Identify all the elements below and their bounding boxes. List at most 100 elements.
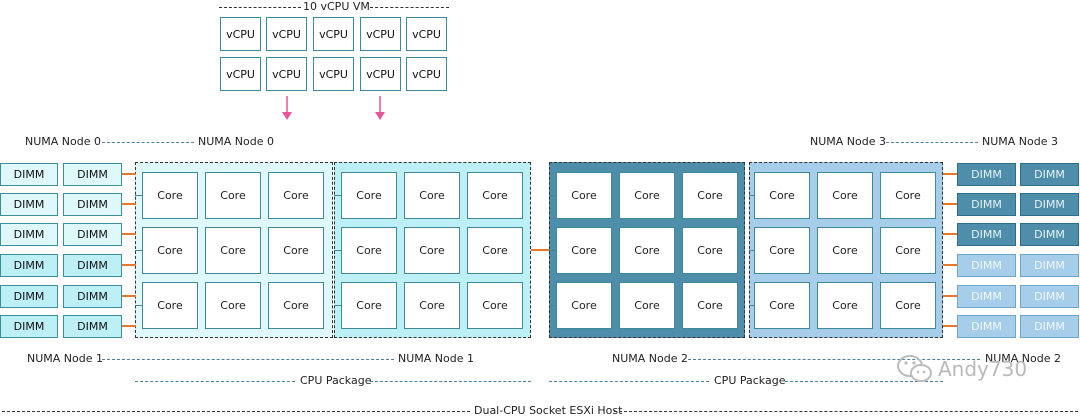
- core-n3-2-1: Core: [817, 282, 873, 329]
- dimm-right-inner-0: DIMM: [957, 163, 1016, 186]
- memory-wire-right-2: [943, 233, 957, 235]
- vm-title-line-left: [219, 7, 301, 8]
- memory-wire-left-2: [122, 233, 136, 235]
- dimm-left-outer-2: DIMM: [0, 223, 58, 246]
- node-connector-1-1: [334, 250, 341, 251]
- memory-wire-left-1: [122, 203, 136, 205]
- dimm-right-inner-3: DIMM: [957, 254, 1016, 277]
- dimm-right-outer-3: DIMM: [1020, 254, 1079, 277]
- numa-label-top-right-a: NUMA Node 3: [810, 135, 886, 148]
- dimm-right-inner-4: DIMM: [957, 285, 1016, 308]
- socket-interconnect: [531, 249, 549, 251]
- core-n0-0-1: Core: [205, 172, 261, 219]
- node-connector-3-0: [749, 195, 754, 196]
- core-n0-2-0: Core: [142, 282, 198, 329]
- memory-wire-right-4: [943, 295, 957, 297]
- numa-line-bottom-left: [102, 359, 394, 360]
- dimm-left-inner-0: DIMM: [63, 163, 122, 186]
- node-connector-1-0: [334, 195, 341, 196]
- node-connector-3-2: [749, 305, 754, 306]
- core-n1-0-0: Core: [341, 172, 397, 219]
- core-n1-1-0: Core: [341, 227, 397, 274]
- dimm-right-outer-1: DIMM: [1020, 193, 1079, 216]
- core-n2-2-2: Core: [682, 282, 738, 329]
- dimm-left-inner-3: DIMM: [63, 254, 122, 277]
- arrow-head-right: [375, 112, 385, 120]
- dimm-right-inner-1: DIMM: [957, 193, 1016, 216]
- dimm-left-outer-3: DIMM: [0, 254, 58, 277]
- dimm-right-outer-4: DIMM: [1020, 285, 1079, 308]
- vcpu-0-1: vCPU: [266, 17, 307, 51]
- dimm-left-outer-4: DIMM: [0, 285, 58, 308]
- node-connector-2-2: [549, 305, 556, 306]
- vcpu-1-0: vCPU: [220, 57, 261, 91]
- dimm-right-outer-0: DIMM: [1020, 163, 1079, 186]
- node-connector-0-2: [135, 305, 142, 306]
- numa-line-bottom-right: [688, 359, 980, 360]
- vcpu-0-3: vCPU: [360, 17, 401, 51]
- core-n3-2-0: Core: [754, 282, 810, 329]
- vcpu-1-1: vCPU: [266, 57, 307, 91]
- core-n0-2-1: Core: [205, 282, 261, 329]
- vcpu-0-0: vCPU: [220, 17, 261, 51]
- wechat-logo-icon: [897, 355, 932, 382]
- vcpu-1-4: vCPU: [406, 57, 447, 91]
- memory-wire-left-4: [122, 295, 136, 297]
- core-n0-1-0: Core: [142, 227, 198, 274]
- dimm-right-inner-5: DIMM: [957, 315, 1016, 338]
- core-n1-2-0: Core: [341, 282, 397, 329]
- core-n3-0-2: Core: [880, 172, 936, 219]
- core-n1-1-1: Core: [404, 227, 460, 274]
- core-n0-1-2: Core: [268, 227, 324, 274]
- memory-wire-left-0: [122, 173, 136, 175]
- dimm-left-inner-5: DIMM: [63, 315, 122, 338]
- vm-title: 10 vCPU VM: [303, 0, 370, 13]
- watermark-text: Andy730: [938, 357, 1028, 381]
- core-n0-1-1: Core: [205, 227, 261, 274]
- core-n2-2-1: Core: [619, 282, 675, 329]
- core-n2-1-2: Core: [682, 227, 738, 274]
- node-connector-2-1: [549, 250, 556, 251]
- memory-wire-left-3: [122, 264, 136, 266]
- core-n1-0-2: Core: [467, 172, 523, 219]
- memory-wire-right-5: [943, 325, 957, 327]
- numa-label-top-right-b: NUMA Node 3: [982, 135, 1058, 148]
- memory-wire-left-5: [122, 325, 136, 327]
- cpu-package-label-left: CPU Package: [300, 374, 372, 387]
- host-line-left: [2, 411, 470, 412]
- core-n2-0-0: Core: [556, 172, 612, 219]
- numa-line-top-right: [886, 142, 978, 143]
- dimm-left-inner-2: DIMM: [63, 223, 122, 246]
- arrow-head-left: [282, 112, 292, 120]
- cpu-package-line-right-b: [785, 381, 943, 382]
- core-n3-1-0: Core: [754, 227, 810, 274]
- numa-label-bottom-right: NUMA Node 2: [985, 352, 1061, 365]
- dimm-right-inner-2: DIMM: [957, 223, 1016, 246]
- core-n2-1-0: Core: [556, 227, 612, 274]
- dimm-right-outer-5: DIMM: [1020, 315, 1079, 338]
- core-n3-1-2: Core: [880, 227, 936, 274]
- node-connector-3-1: [749, 250, 754, 251]
- node-connector-0-0: [135, 195, 142, 196]
- cpu-package-label-right: CPU Package: [714, 374, 786, 387]
- core-n0-0-2: Core: [268, 172, 324, 219]
- core-n2-2-0: Core: [556, 282, 612, 329]
- vcpu-0-4: vCPU: [406, 17, 447, 51]
- dimm-right-outer-2: DIMM: [1020, 223, 1079, 246]
- core-n1-2-2: Core: [467, 282, 523, 329]
- numa-label-bottom-left-a: NUMA Node 1: [27, 352, 103, 365]
- core-n0-2-2: Core: [268, 282, 324, 329]
- dimm-left-outer-0: DIMM: [0, 163, 58, 186]
- numa-line-top-left: [102, 142, 194, 143]
- node-connector-2-0: [549, 195, 556, 196]
- host-line-right: [614, 411, 1078, 412]
- numa-label-top-left-b: NUMA Node 0: [198, 135, 274, 148]
- memory-wire-right-3: [943, 264, 957, 266]
- cpu-package-line-right-a: [549, 381, 709, 382]
- dimm-left-outer-5: DIMM: [0, 315, 58, 338]
- vm-title-line-right: [370, 7, 449, 8]
- vcpu-0-2: vCPU: [313, 17, 354, 51]
- vcpu-1-3: vCPU: [360, 57, 401, 91]
- node-connector-0-1: [135, 250, 142, 251]
- numa-label-top-left-a: NUMA Node 0: [25, 135, 101, 148]
